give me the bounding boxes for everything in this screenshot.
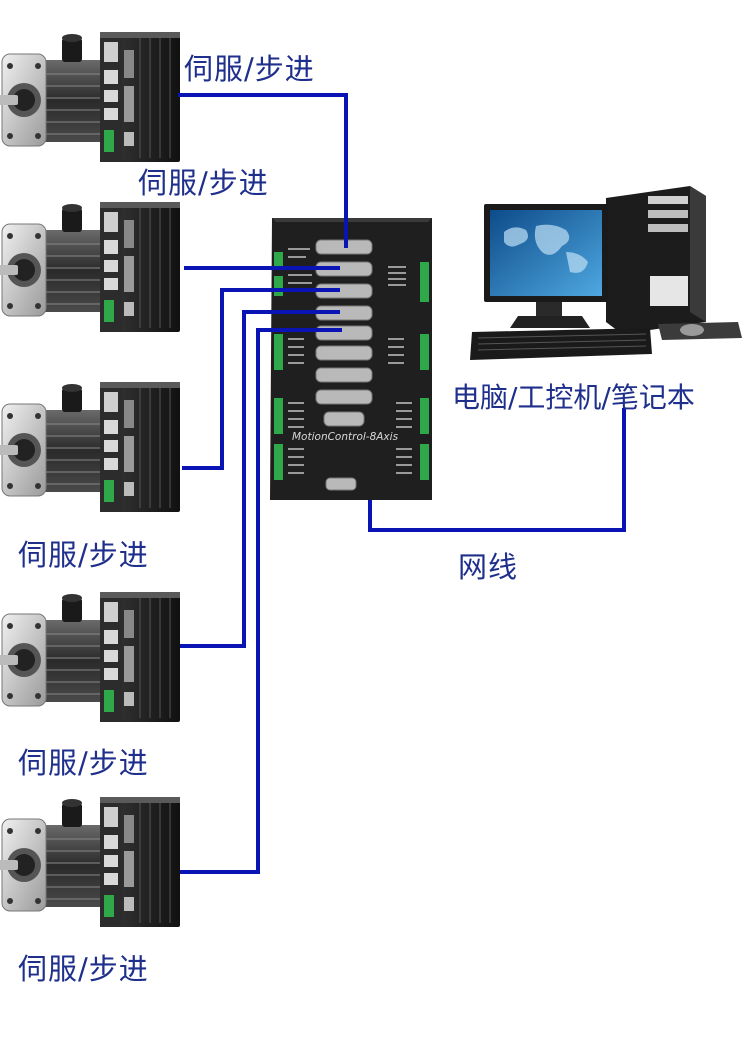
controller-model-label: MotionControl-8Axis [292, 431, 399, 443]
cable-drive-4 [180, 310, 340, 648]
servo-drive-4 [0, 591, 181, 723]
computer-label: 电脑/工控机/笔记本 [452, 381, 695, 414]
drive-label-2: 伺服/步进 [138, 166, 269, 200]
drive-label-1: 伺服/步进 [184, 52, 315, 86]
servo-drive-5 [0, 796, 181, 928]
cable-drive-1 [178, 93, 348, 248]
drive-label-5: 伺服/步进 [18, 952, 149, 986]
motion-controller-board: MotionControl-8Axis [270, 218, 432, 500]
cable-drive-5 [180, 328, 342, 874]
servo-drive-2 [0, 201, 181, 333]
cables [178, 93, 626, 874]
drive-label-3: 伺服/步进 [18, 538, 149, 572]
cable-drive-3 [182, 288, 340, 470]
servo-drive-1 [0, 31, 181, 163]
servo-drive-3 [0, 381, 181, 513]
network-cable-label: 网线 [458, 550, 519, 584]
cable-network [368, 408, 626, 532]
drive-label-4: 伺服/步进 [18, 746, 149, 780]
computer-illustration [470, 186, 742, 360]
